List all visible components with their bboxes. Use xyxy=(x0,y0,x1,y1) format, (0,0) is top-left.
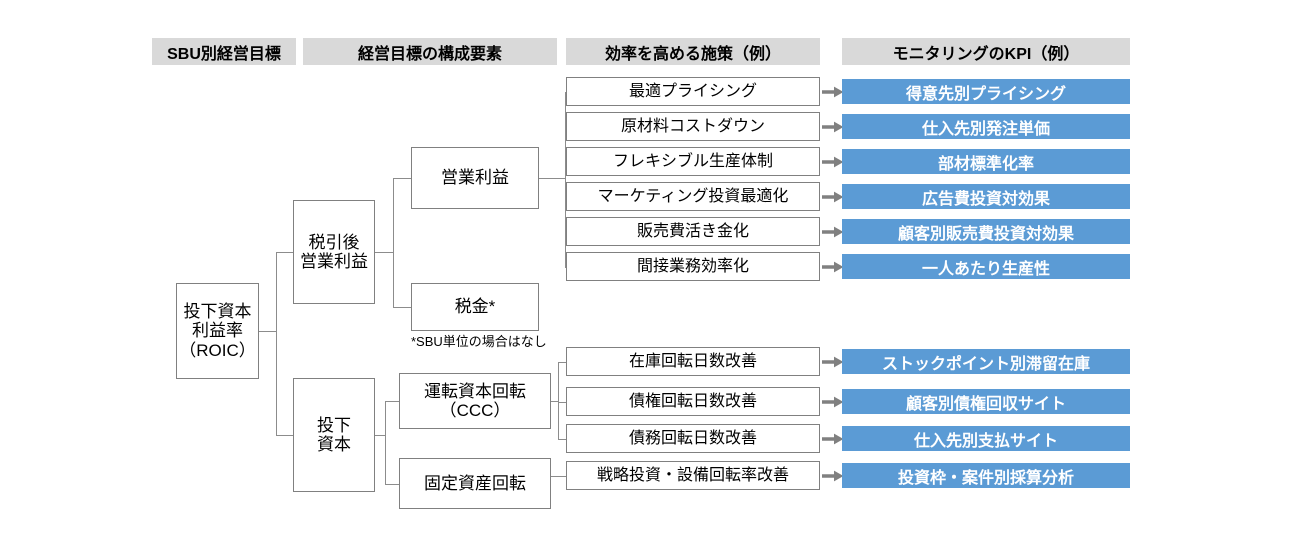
connector-horizontal xyxy=(375,435,385,436)
measure-raw-material-cost-down[interactable]: 原材料コストダウン xyxy=(566,112,820,141)
measure-payable-turnover-days[interactable]: 債務回転日数改善 xyxy=(566,424,820,453)
connector-horizontal xyxy=(565,266,566,268)
node-roic[interactable]: 投下資本 利益率 （ROIC） xyxy=(176,283,259,379)
measure-strategic-capex-turnover[interactable]: 戦略投資・設備回転率改善 xyxy=(566,461,820,490)
arrow-right-icon xyxy=(822,356,844,367)
connector-horizontal xyxy=(565,161,566,163)
connector-horizontal xyxy=(558,361,566,363)
kpi-selling-expense-roi-by-customer[interactable]: 顧客別販売費投資対効果 xyxy=(842,219,1130,244)
connector-horizontal xyxy=(551,401,558,402)
arrow-right-icon xyxy=(822,121,844,132)
node-fixed-asset-turnover[interactable]: 固定資産回転 xyxy=(399,458,551,509)
connector-horizontal xyxy=(385,483,399,485)
column-header-3: モニタリングのKPI（例） xyxy=(842,38,1130,65)
measure-indirect-operations-efficiency[interactable]: 間接業務効率化 xyxy=(566,252,820,281)
arrow-right-icon xyxy=(822,86,844,97)
arrow-right-icon xyxy=(822,396,844,407)
kpi-payment-site-by-supplier[interactable]: 仕入先別支払サイト xyxy=(842,426,1130,451)
kpi-parts-standardization-rate[interactable]: 部材標準化率 xyxy=(842,149,1130,174)
connector-horizontal xyxy=(259,331,276,332)
connector-horizontal xyxy=(393,307,411,308)
node-tax[interactable]: 税金* xyxy=(411,283,539,331)
connector-vertical xyxy=(385,401,386,484)
connector-horizontal xyxy=(565,196,566,198)
arrow-right-icon xyxy=(822,226,844,237)
measure-marketing-investment-optimization[interactable]: マーケティング投資最適化 xyxy=(566,182,820,211)
measure-inventory-turnover-days[interactable]: 在庫回転日数改善 xyxy=(566,347,820,376)
measure-flexible-production[interactable]: フレキシブル生産体制 xyxy=(566,147,820,176)
measure-optimal-pricing[interactable]: 最適プライシング xyxy=(566,77,820,106)
connector-horizontal xyxy=(558,438,566,440)
connector-vertical xyxy=(558,361,559,439)
measure-receivable-turnover-days[interactable]: 債権回転日数改善 xyxy=(566,387,820,416)
connector-horizontal xyxy=(539,178,565,179)
connector-horizontal xyxy=(393,178,411,179)
node-operating-profit[interactable]: 営業利益 xyxy=(411,147,539,209)
arrow-right-icon xyxy=(822,261,844,272)
connector-horizontal xyxy=(276,435,293,436)
kpi-collection-site-by-customer[interactable]: 顧客別債権回収サイト xyxy=(842,389,1130,414)
arrow-right-icon xyxy=(822,156,844,167)
arrow-right-icon xyxy=(822,191,844,202)
arrow-right-icon xyxy=(822,433,844,444)
kpi-stagnant-inventory-by-stock-point[interactable]: ストックポイント別滞留在庫 xyxy=(842,349,1130,374)
node-invested-capital[interactable]: 投下 資本 xyxy=(293,378,375,492)
connector-vertical xyxy=(565,91,566,267)
connector-horizontal xyxy=(276,252,293,253)
column-header-2: 効率を高める施策（例） xyxy=(566,38,820,65)
kpi-pricing-by-customer[interactable]: 得意先別プライシング xyxy=(842,79,1130,104)
kpi-unit-price-by-supplier[interactable]: 仕入先別発注単価 xyxy=(842,114,1130,139)
node-nopat[interactable]: 税引後 営業利益 xyxy=(293,200,375,304)
kpi-profitability-by-investment-frame[interactable]: 投資枠・案件別採算分析 xyxy=(842,463,1130,488)
connector-vertical xyxy=(393,178,394,307)
node-working-capital-turnover[interactable]: 運転資本回転 （CCC） xyxy=(399,373,551,429)
connector-horizontal xyxy=(551,475,566,477)
kpi-advertising-roi[interactable]: 広告費投資対効果 xyxy=(842,184,1130,209)
connector-horizontal xyxy=(385,401,399,402)
kpi-productivity-per-person[interactable]: 一人あたり生産性 xyxy=(842,254,1130,279)
connector-horizontal xyxy=(375,252,393,253)
connector-horizontal xyxy=(565,126,566,128)
measure-selling-expense-efficiency[interactable]: 販売費活き金化 xyxy=(566,217,820,246)
column-header-0: SBU別経営目標 xyxy=(152,38,296,65)
connector-vertical xyxy=(276,252,277,435)
connector-horizontal xyxy=(565,231,566,233)
arrow-right-icon xyxy=(822,470,844,481)
connector-horizontal xyxy=(558,401,566,403)
connector-horizontal xyxy=(565,91,566,93)
column-header-1: 経営目標の構成要素 xyxy=(303,38,557,65)
tax-footnote: *SBU単位の場合はなし xyxy=(411,334,547,349)
